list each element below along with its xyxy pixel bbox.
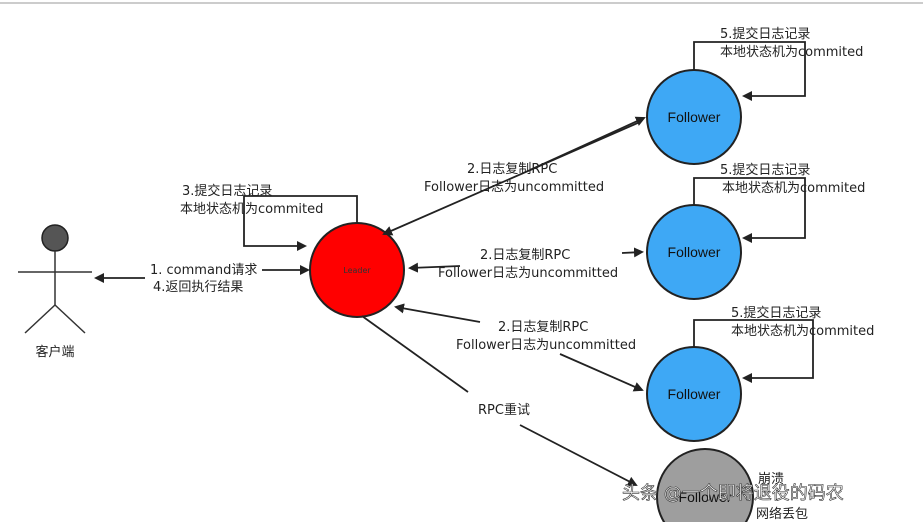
leader-commit-line1: 3.提交日志记录 <box>182 183 272 199</box>
replication-3-line2: Follower日志为uncommitted <box>456 338 636 353</box>
client-edge-line1: 1. command请求 <box>150 263 257 278</box>
follower-label-3: Follower <box>668 386 721 402</box>
rpc-retry-line-a <box>361 315 469 393</box>
replication-1-line1: 2.日志复制RPC <box>467 162 557 177</box>
leader-commit-loop <box>243 195 358 251</box>
rpc-retry-line-b <box>519 424 638 486</box>
follower-commit-loop-1 <box>693 41 806 101</box>
follower-commit-3-line2: 本地状态机为commited <box>731 324 874 339</box>
follower-commit-2-line2: 本地状态机为commited <box>722 181 865 196</box>
crashed-follower-node <box>656 448 754 522</box>
crashed-status-1: 崩溃 <box>758 472 784 487</box>
follower-label-1: Follower <box>668 109 721 125</box>
crashed-follower-label: Follower <box>679 489 732 505</box>
crashed-status-2: 网络丢包 <box>756 506 808 522</box>
replication-1-line2: Follower日志为uncommitted <box>424 180 604 195</box>
follower-commit-loop-2 <box>693 177 806 243</box>
client-actor: 客户端 <box>18 224 92 360</box>
replication-arrow-2-in <box>408 262 461 273</box>
rpc-retry-label: RPC重试 <box>478 402 530 418</box>
replication-arrow-3-in <box>394 303 481 323</box>
watermark-text: 头条 @一个即将退役的码农 <box>622 483 844 504</box>
replication-2-line2: Follower日志为uncommitted <box>438 266 618 281</box>
leader-label: Leader <box>343 266 371 275</box>
client-head <box>41 224 69 252</box>
replication-arrow-2-out <box>621 247 644 258</box>
replication-2-line1: 2.日志复制RPC <box>480 248 570 263</box>
leader-commit-line2: 本地状态机为commited <box>180 202 323 217</box>
follower-commit-2-line1: 5.提交日志记录 <box>720 162 810 178</box>
replication-3-line1: 2.日志复制RPC <box>498 320 588 335</box>
follower-commit-3-line1: 5.提交日志记录 <box>731 305 821 321</box>
client-edge-line2: 4.返回执行结果 <box>153 280 243 295</box>
client-label: 客户端 <box>35 344 74 360</box>
client-leg-right <box>54 304 86 334</box>
follower-commit-1-line1: 5.提交日志记录 <box>720 26 810 42</box>
client-leg-left <box>24 304 56 334</box>
replication-arrow-1-out <box>529 116 646 171</box>
follower-commit-1-line2: 本地状态机为commited <box>720 45 863 60</box>
follower-label-2: Follower <box>668 244 721 260</box>
follower-commit-loop-3 <box>693 319 814 383</box>
replication-arrow-3-out <box>559 353 644 392</box>
replication-arrow-1-in <box>382 121 641 236</box>
